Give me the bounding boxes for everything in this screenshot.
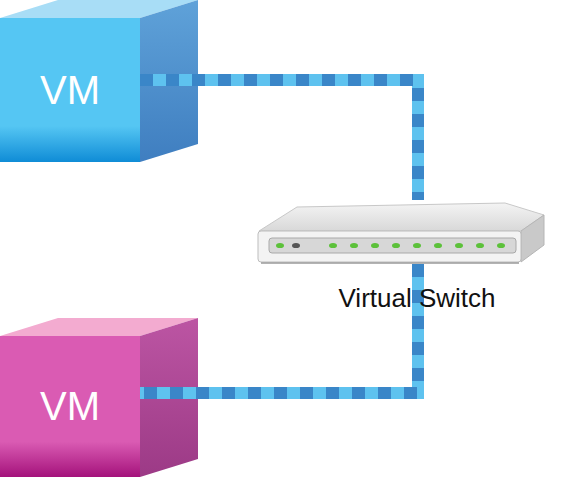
switch-shape <box>255 200 545 264</box>
vm-label: VM <box>0 18 140 162</box>
switch-label: Virtual Switch <box>297 284 537 312</box>
switch-front <box>258 231 521 262</box>
virtual-switch: Virtual Switch <box>255 200 545 264</box>
status-led <box>371 243 379 248</box>
status-led <box>413 243 421 248</box>
led-panel <box>269 238 516 253</box>
vm-cube: VM <box>0 18 140 162</box>
switch-shadow <box>261 262 519 264</box>
cable-dash <box>140 80 418 200</box>
switch-top <box>259 203 544 231</box>
status-led <box>434 243 442 248</box>
cable-base <box>140 80 418 200</box>
status-led <box>276 243 284 248</box>
cube-front <box>0 336 140 477</box>
cable-dash <box>140 264 418 393</box>
status-led <box>497 243 505 248</box>
cable-connector <box>140 264 418 393</box>
status-led <box>476 243 484 248</box>
status-led <box>455 243 463 248</box>
vm-label: VM <box>0 336 140 477</box>
status-led <box>329 243 337 248</box>
cable-base <box>140 264 418 393</box>
cube-front <box>0 18 140 162</box>
status-led <box>392 243 400 248</box>
vm-cube: VM <box>0 336 140 477</box>
status-led <box>350 243 358 248</box>
switch-side <box>521 215 544 262</box>
status-led <box>292 243 300 248</box>
cable-connector <box>140 80 418 200</box>
